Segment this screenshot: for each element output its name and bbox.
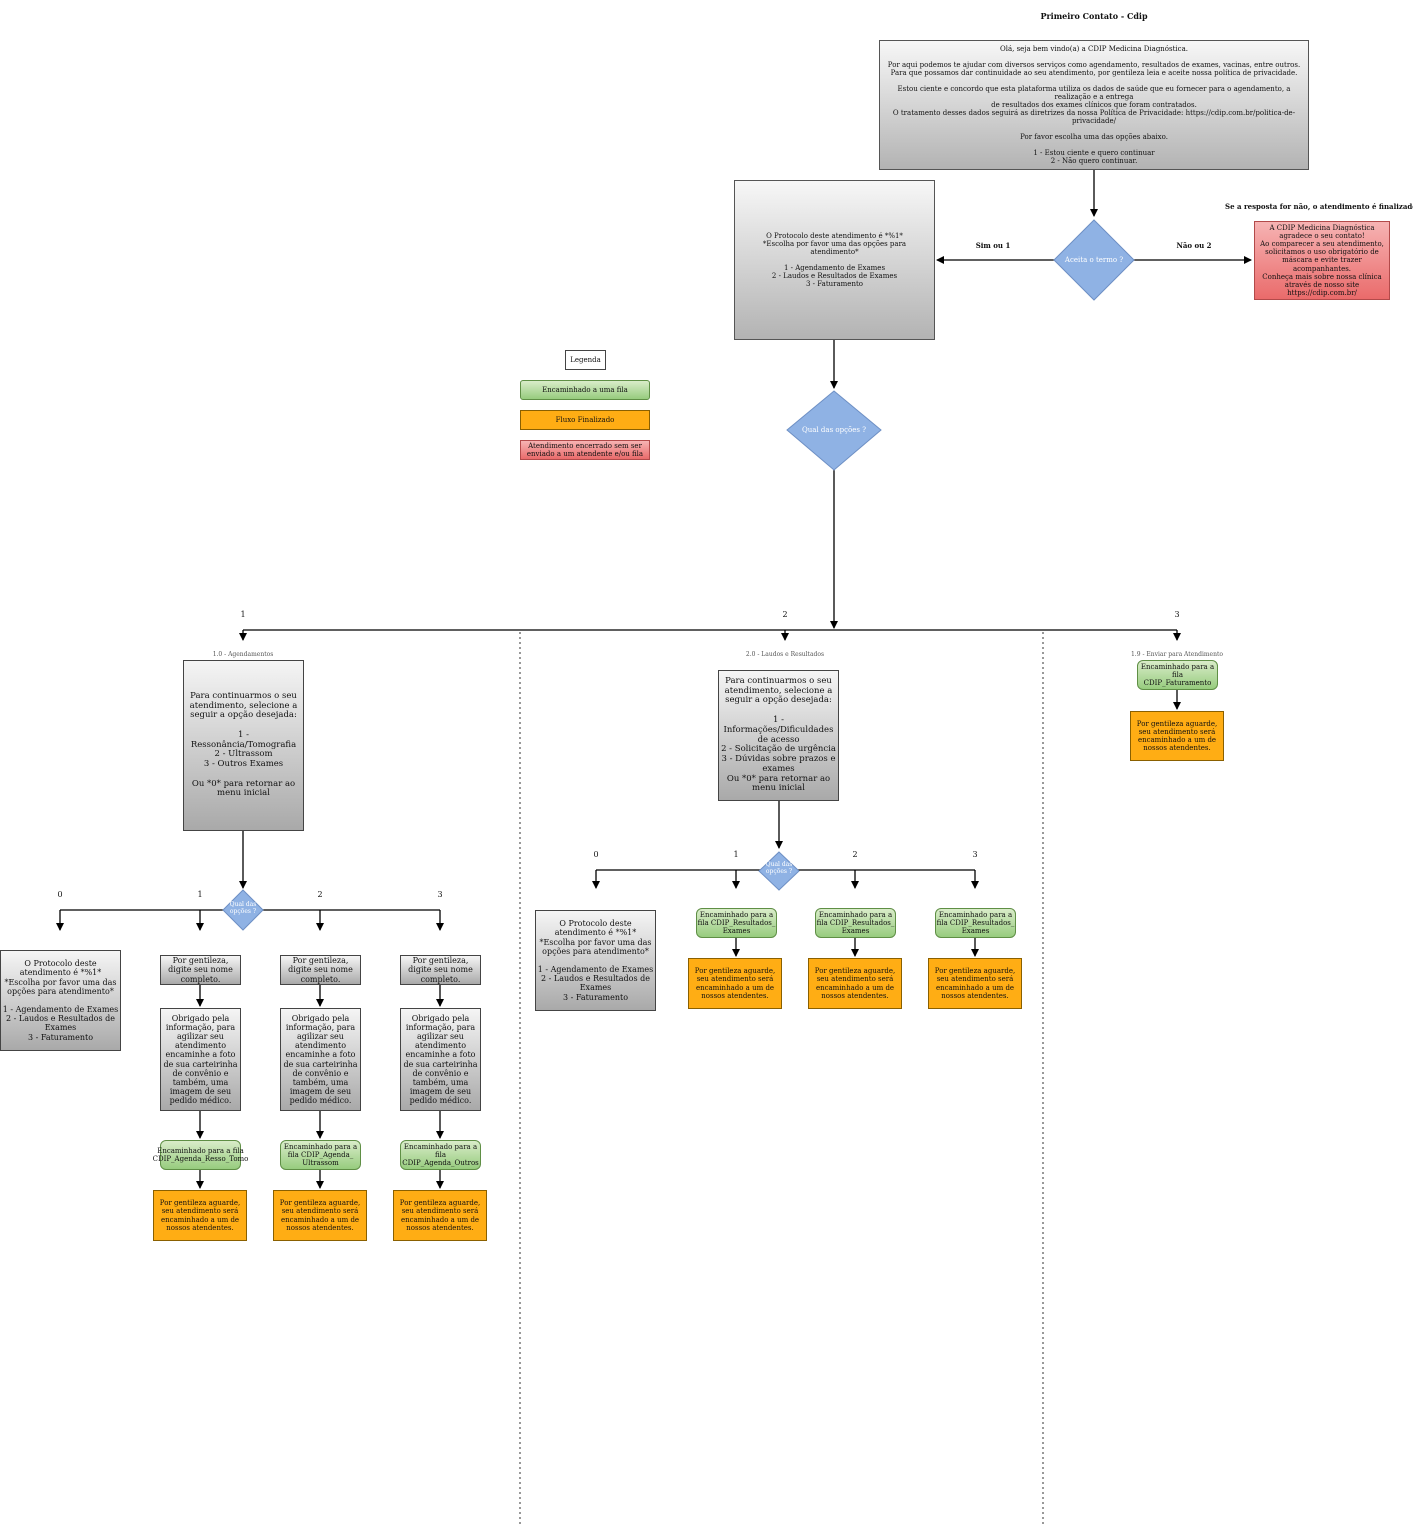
agend-protocol-return-box: O Protocolo deste atendimento é *%1* *Es… <box>0 950 121 1051</box>
laudos-option-3: 3 <box>972 850 978 859</box>
section-title-agendamentos: 1.0 - Agendamentos <box>212 651 274 658</box>
agend-option-1: 1 <box>197 890 203 899</box>
options-decision-label: Qual das opções ? <box>802 426 866 434</box>
no-edge-label: Não ou 2 <box>1176 241 1212 250</box>
agend-wait-2: Por gentileza aguarde, seu atendimento s… <box>273 1190 367 1241</box>
section-title-laudos: 2.0 - Laudos e Resultados <box>745 651 825 658</box>
legend-item-closed: Atendimento encerrado sem ser enviado a … <box>520 440 650 460</box>
protocol-menu-box: O Protocolo deste atendimento é *%1* *Es… <box>734 180 935 340</box>
accept-decision-label: Aceita o termo ? <box>1064 256 1124 264</box>
branch-label-2: 2 <box>782 610 788 619</box>
agend-wait-3: Por gentileza aguarde, seu atendimento s… <box>393 1190 487 1241</box>
agend-queue-outros: Encaminhado para a fila CDIP_Agenda_Outr… <box>400 1140 481 1170</box>
agend-decision-diamond <box>222 889 264 931</box>
faturamento-wait: Por gentileza aguarde, seu atendimento s… <box>1130 711 1224 761</box>
no-note: Se a resposta for não, o atendimento é f… <box>1225 202 1413 211</box>
section-title-faturamento: 1.9 - Enviar para Atendimento <box>1130 651 1224 658</box>
laudos-menu-box: Para continuarmos o seu atendimento, sel… <box>718 670 839 801</box>
laudos-decision-label: Qual das opções ? <box>765 861 793 875</box>
agend-ask-name-1: Por gentileza, digite seu nome completo. <box>160 955 241 985</box>
agend-ask-photo-3: Obrigado pela informação, para agilizar … <box>400 1008 481 1111</box>
agend-decision-label: Qual das opções ? <box>229 901 257 915</box>
laudos-protocol-return-box: O Protocolo deste atendimento é *%1* *Es… <box>535 910 656 1011</box>
legend-item-queue: Encaminhado a uma fila <box>520 380 650 400</box>
laudos-queue-1: Encaminhado para a fila CDIP_Resultados_… <box>696 908 777 938</box>
agend-wait-1: Por gentileza aguarde, seu atendimento s… <box>153 1190 247 1241</box>
faturamento-queue: Encaminhado para a fila CDIP_Faturamento <box>1137 660 1218 690</box>
laudos-option-2: 2 <box>852 850 858 859</box>
laudos-decision-diamond <box>758 851 800 891</box>
legend-item-finished: Fluxo Finalizado <box>520 410 650 430</box>
agend-queue-resso-tomo: Encaminhado para a fila CDIP_Agenda_Ress… <box>153 1140 248 1170</box>
yes-edge-label: Sim ou 1 <box>975 241 1011 250</box>
agend-ask-photo-2: Obrigado pela informação, para agilizar … <box>280 1008 361 1111</box>
agend-option-2: 2 <box>317 890 323 899</box>
legend-title: Legenda <box>565 350 606 370</box>
laudos-option-0: 0 <box>593 850 599 859</box>
laudos-wait-3: Por gentileza aguarde, seu atendimento s… <box>928 958 1022 1009</box>
agend-option-3: 3 <box>437 890 443 899</box>
agend-ask-photo-1: Obrigado pela informação, para agilizar … <box>160 1008 241 1111</box>
laudos-wait-2: Por gentileza aguarde, seu atendimento s… <box>808 958 902 1009</box>
agend-option-0: 0 <box>57 890 63 899</box>
accept-decision-diamond <box>1053 219 1135 301</box>
no-thanks-message-box: A CDIP Medicina Diagnóstica agradece o s… <box>1254 221 1390 300</box>
options-decision-diamond <box>786 390 882 471</box>
branch-label-3: 3 <box>1174 610 1180 619</box>
agend-menu-box: Para continuarmos o seu atendimento, sel… <box>183 660 304 831</box>
agend-ask-name-2: Por gentileza, digite seu nome completo. <box>280 955 361 985</box>
laudos-queue-2: Encaminhado para a fila CDIP_Resultados_… <box>815 908 896 938</box>
laudos-option-1: 1 <box>733 850 739 859</box>
branch-label-1: 1 <box>240 610 246 619</box>
welcome-message-box: Olá, seja bem vindo(a) a CDIP Medicina D… <box>879 40 1309 170</box>
laudos-queue-3: Encaminhado para a fila CDIP_Resultados_… <box>935 908 1016 938</box>
agend-ask-name-3: Por gentileza, digite seu nome completo. <box>400 955 481 985</box>
laudos-wait-1: Por gentileza aguarde, seu atendimento s… <box>688 958 782 1009</box>
diagram-title: Primeiro Contato - Cdip <box>1040 11 1148 21</box>
agend-queue-ultrassom: Encaminhado para a fila CDIP_Agenda_ Ult… <box>280 1140 361 1170</box>
